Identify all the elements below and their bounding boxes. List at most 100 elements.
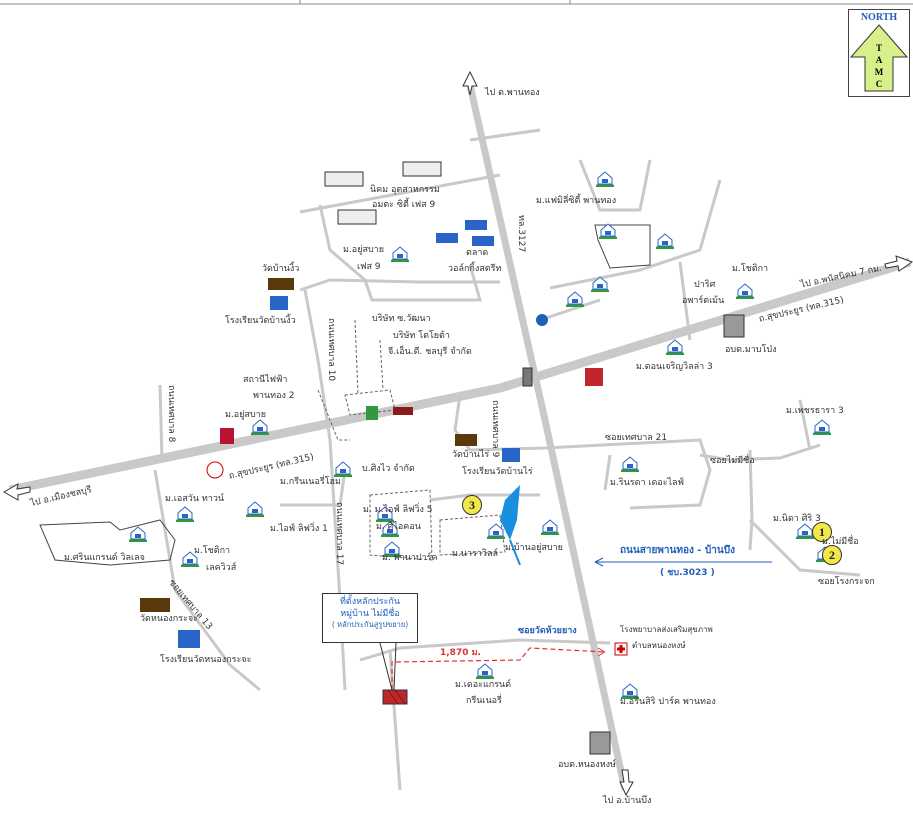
place-label: ม.เอสวัน ทาวน์ — [165, 494, 225, 504]
place-label: อบต.มาบโป่ง — [725, 345, 777, 355]
place-label: ม.โชติกา — [732, 264, 769, 274]
place-label: ม. พานาปาร์ค — [382, 553, 438, 563]
place-label: ม.เดอะแกรนด์ — [455, 680, 512, 690]
place-label: โรงเรียนวัดหนองกระจะ — [160, 655, 252, 665]
place-label: ม.รินรดา เดอะไลฟ์ — [610, 478, 684, 488]
road-name-label: ถนนสายพานทอง - บ้านบึง — [620, 545, 735, 556]
place-label: บริษัท โตโยต้า — [393, 331, 450, 341]
place-label: บ.ศิงไว จำกัด — [362, 464, 415, 474]
place-label: พานทอง 2 — [253, 391, 295, 401]
place-label: เฟส 9 — [357, 262, 381, 272]
callout-line: ที่ตั้งหลักประกัน — [339, 597, 401, 607]
seven-eleven-icon — [366, 406, 378, 420]
place-label: ม.ไม่มีชื่อ — [822, 537, 859, 547]
road-3127 — [466, 84, 629, 791]
traffic-light-icon — [522, 367, 533, 387]
place-label: ม. ม.ไอฟ์ ลิฟวิ่ง 5 — [363, 505, 433, 515]
arrow-to-mueang — [2, 483, 31, 501]
place-label: โรงเรียนวัดบ้านงิ้ว — [225, 316, 296, 326]
place-label: วัดหนองกระจะ — [140, 614, 199, 624]
house-icon — [655, 232, 675, 249]
place-label: ม.โชติกา — [194, 546, 231, 556]
factory-icons — [324, 161, 442, 225]
house-icon — [735, 282, 755, 299]
arrow-to-banbueng — [619, 769, 634, 797]
place-label: ม.บ้านอยู่สบาย — [505, 543, 563, 553]
temple-icons — [140, 278, 477, 612]
place-label: ตำบลหนองหงษ์ — [632, 641, 686, 650]
compass-letter: A — [876, 55, 883, 65]
house-icon — [390, 245, 410, 262]
north-compass: NORTH T A M C — [848, 9, 910, 97]
house-icon — [590, 275, 610, 292]
place-label: นิคม อุตสาหกรรม — [370, 185, 440, 195]
house-icon — [620, 455, 640, 472]
arrow-to-phanat — [884, 255, 913, 272]
house-icon — [565, 290, 585, 307]
market-icons — [436, 220, 494, 246]
place-label: ม.อรินสิริ ปาร์ค พานทอง — [620, 697, 716, 707]
place-label: ม.อยู่สบาย — [343, 245, 385, 255]
callout-line: ( หลักประกันสูรูปขยาย) — [331, 620, 409, 630]
place-label: จี.เอ็น.ดี. ชลบุรี จำกัด — [388, 347, 472, 357]
direction-label: ไป อ.บ้านบึง — [603, 796, 652, 806]
compass-letter: C — [876, 79, 883, 89]
government-building-icon — [723, 314, 745, 338]
road-label: ซอยเทศบาล 21 — [605, 433, 668, 443]
place-label: เลควิวส์ — [206, 563, 237, 573]
house-icon — [128, 525, 148, 542]
place-label: ม.ศรินแกรนด์ วิลเลจ — [64, 553, 145, 563]
road-label: ซอยโรงกระจก — [818, 577, 875, 587]
marker-1: 1 — [812, 522, 832, 542]
bank-icon — [220, 428, 234, 444]
marker-3: 3 — [462, 495, 482, 515]
house-icon — [382, 540, 402, 557]
place-label: วัดบ้านงิ้ว — [262, 264, 300, 274]
house-icon — [175, 505, 195, 522]
place-label: บริษัท ซ.วัฒนา — [372, 314, 431, 324]
school-icons — [178, 296, 520, 648]
callout-line: หมู่บ้าน ไม่มีชื่อ — [340, 609, 400, 620]
collateral-callout: ที่ตั้งหลักประกัน หมู่บ้าน ไม่มีชื่อ ( ห… — [322, 593, 418, 643]
place-label: อบต.หนองหงษ์ — [558, 760, 616, 770]
road-code-label: ( ชบ.3023 ) — [660, 568, 715, 578]
place-label: ม.นิดา ศิริ 3 — [773, 514, 821, 524]
road-label: ถนนเทศบาล 17 — [334, 502, 344, 566]
road-label: ซอยวัดห้วยยาง — [518, 626, 577, 636]
house-icon — [598, 222, 618, 239]
pond — [500, 485, 520, 540]
compass-letter: M — [875, 67, 884, 77]
road-315 — [9, 257, 912, 495]
house-icon — [180, 550, 200, 567]
arrow-to-phanthong — [462, 70, 478, 96]
house-icon — [812, 418, 832, 435]
house-icon — [665, 338, 685, 355]
place-label: ม.ไอฟ์ ลิฟวิ่ง 1 — [270, 524, 328, 534]
place-label: โรงพยาบาลส่งเสริมสุขภาพ — [620, 625, 713, 634]
distance-route — [391, 647, 606, 690]
place-label: ตลาด — [466, 248, 489, 258]
road-label: ถนนเทศบาล 8 — [166, 385, 176, 443]
house-icon — [245, 500, 265, 517]
place-label: กรีนเนอรี่ — [466, 696, 502, 706]
place-label: วอล์กกิ้งสตรีท — [448, 264, 502, 274]
compass-letter: T — [876, 43, 882, 53]
place-label: ปาริศ — [694, 280, 716, 290]
road-label: ถนนเทศบาล 10 — [326, 318, 336, 382]
house-icon — [595, 170, 615, 187]
house-icon — [250, 418, 270, 435]
pharmacy-icon — [206, 461, 224, 479]
house-icon — [486, 522, 506, 539]
distance-label: 1,870 ม. — [440, 648, 481, 658]
road-label: ถนนเทศบาล 9 — [490, 400, 500, 458]
place-label: อพาร์ตเม้น — [682, 296, 725, 306]
place-label: ม. ศิไอคอน — [376, 522, 421, 532]
shop-icon — [585, 368, 603, 386]
place-label: ม.อยู่สบาย — [225, 410, 267, 420]
gas-station-icon — [536, 314, 548, 326]
house-icon — [375, 505, 395, 522]
place-label: วัดบ้านไร่ — [452, 450, 490, 460]
house-icon — [475, 662, 495, 679]
north-arrow-icon: T A M C — [849, 24, 909, 92]
